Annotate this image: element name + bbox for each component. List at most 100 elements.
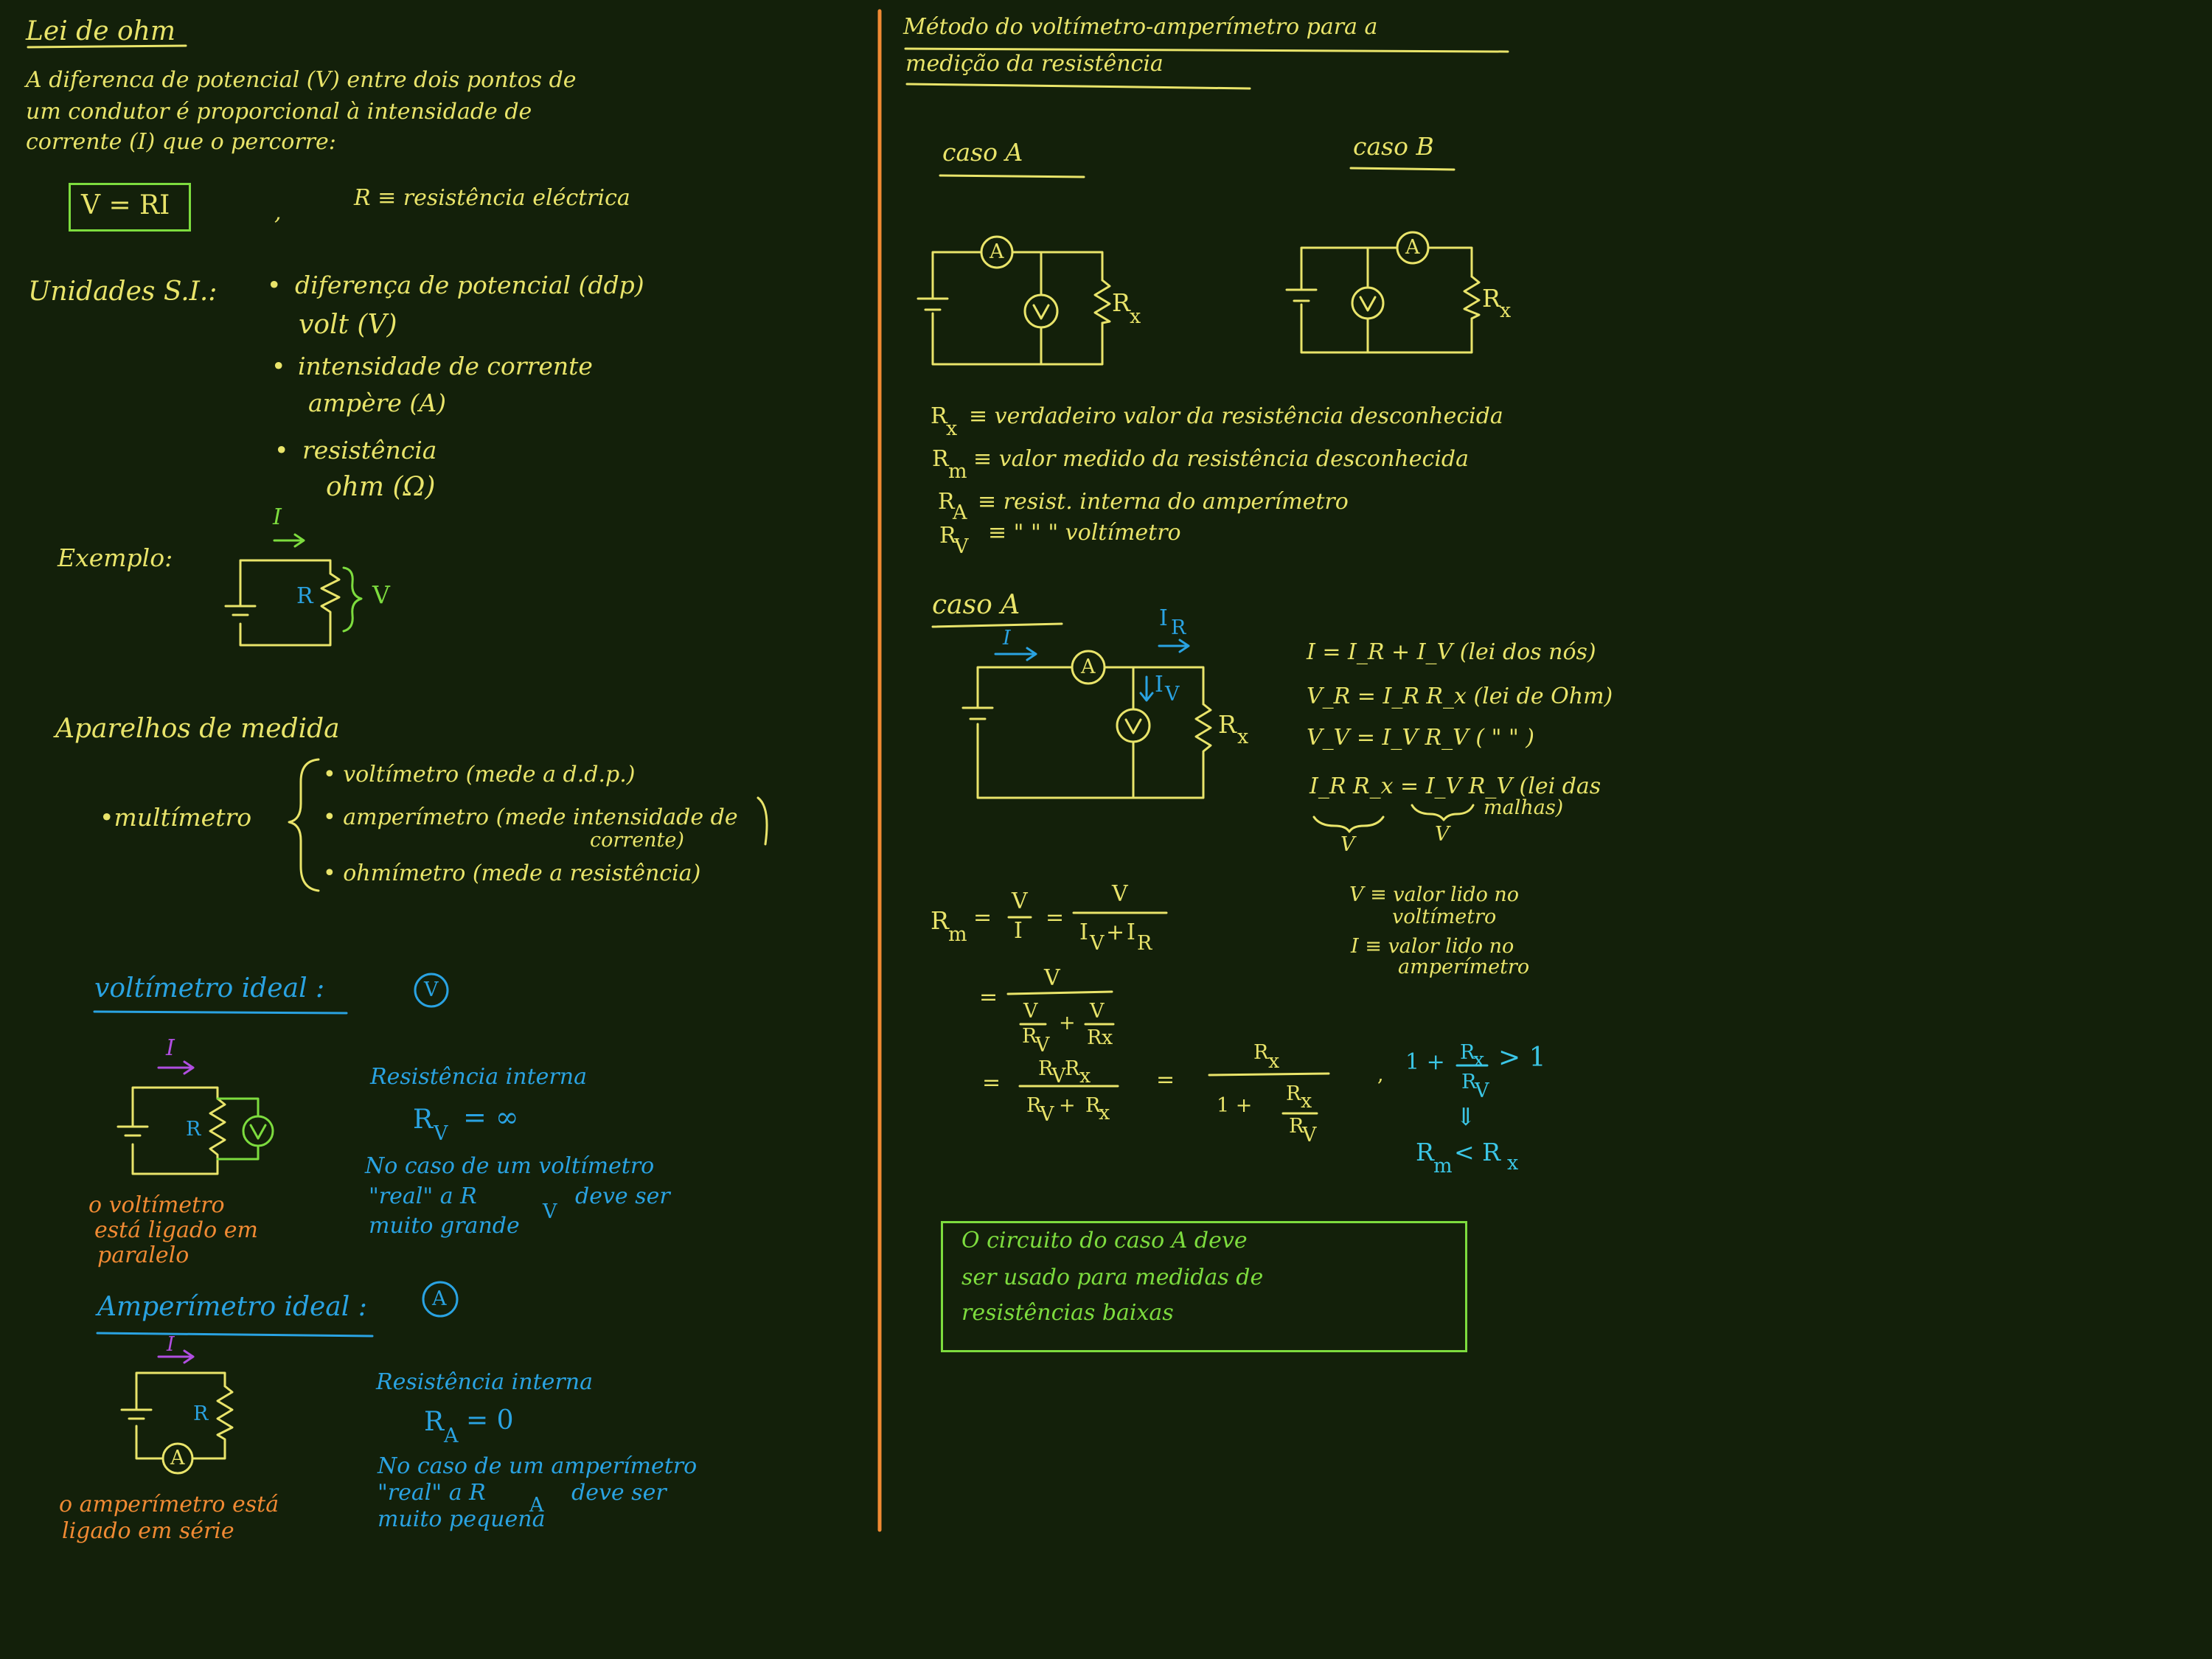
intro-line-2: um condutor é proporcional à intensidade… — [26, 99, 532, 125]
deriv-v-4: V — [1023, 1000, 1038, 1023]
case-a-circuit — [917, 235, 1111, 366]
ammeter-equation-sub: A — [444, 1425, 459, 1447]
ammeter-note-3: deve ser — [571, 1480, 667, 1506]
ammeter-connection-2: ligado em série — [62, 1518, 234, 1544]
deriv-frac-rv-sub: V — [1302, 1124, 1317, 1147]
case-a2-label: caso A — [932, 590, 1020, 620]
rm-lhs: R — [931, 906, 949, 935]
voltmeter-note-3: deve ser — [575, 1183, 670, 1209]
deriv-ir-sub: R — [1137, 932, 1152, 955]
def-rx-text: ≡ verdadeiro valor da resistência descon… — [969, 403, 1503, 429]
equation-3: V_V = I_V R_V ( " " ) — [1307, 725, 1534, 751]
under-brace-label-1: V — [1340, 833, 1355, 856]
voltmeter-symbol-circle — [414, 973, 449, 1008]
ammeter-circuit-resistor: R — [193, 1402, 209, 1425]
left-title: Lei de ohm — [26, 16, 175, 46]
deriv-v-1: V — [1012, 888, 1028, 914]
deriv-prod-rx: R — [1065, 1057, 1080, 1080]
inequality-rhs: > 1 — [1498, 1043, 1546, 1073]
ideal-voltmeter-symbol: V — [424, 978, 439, 1001]
example-resistor-label: R — [296, 583, 313, 609]
def-rv-text: ≡ " " " voltímetro — [988, 520, 1181, 546]
deriv-prod-rv: R — [1038, 1057, 1054, 1080]
case-a-rx: R — [1112, 288, 1130, 317]
deriv-plus-2: + — [1059, 1012, 1076, 1034]
ammeter-note-1: No caso de um amperímetro — [378, 1453, 698, 1479]
voltmeter-circuit — [116, 1060, 274, 1175]
unit-bullet-1: • — [267, 271, 282, 299]
case-a2-current-ir-sub: R — [1171, 616, 1186, 639]
inequality-rx-sub: x — [1473, 1048, 1485, 1071]
deriv-eq-4: = — [982, 1070, 1001, 1096]
ammeter-circuit-current: I — [167, 1333, 175, 1356]
right-title-1: Método do voltímetro-amperímetro para a — [903, 14, 1378, 40]
def-ra-sym: R — [938, 489, 955, 515]
voltmeter-circuit-current: I — [166, 1035, 175, 1061]
deriv-rx-1-sub: x — [1102, 1026, 1113, 1049]
case-b-underline — [1349, 167, 1455, 171]
deriv-i-1: I — [1014, 918, 1023, 944]
voltmeter-note-1: No caso de um voltímetro — [365, 1153, 655, 1179]
inequality-result-rhs: < R — [1454, 1138, 1500, 1166]
voltmeter-note-2: "real" a R — [369, 1183, 477, 1209]
ammeter-symbol-circle — [422, 1281, 459, 1318]
deriv-plus-1: + — [1106, 919, 1125, 945]
ammeter-equation-r: R — [424, 1407, 445, 1437]
equation-4: I_R R_x = I_V R_V (lei das — [1310, 773, 1601, 799]
ideal-ammeter-title: Amperímetro ideal : — [97, 1292, 367, 1322]
deriv-eq-3: = — [979, 984, 998, 1010]
case-a-rx-sub: x — [1130, 305, 1141, 328]
voltmeter-equation-rhs: = ∞ — [463, 1101, 519, 1133]
case-a2-current-iv: I — [1155, 672, 1164, 698]
def-rx-sym: R — [931, 403, 947, 429]
inequality-lhs: 1 + — [1405, 1049, 1445, 1075]
def-rm-sym: R — [932, 446, 949, 472]
deriv-eq-2: = — [1046, 905, 1065, 931]
right-title-underline-1 — [904, 47, 1509, 53]
instruments-brace-right — [757, 796, 768, 846]
unit-name-2: intensidade de corrente — [298, 352, 593, 380]
deriv-prod-rx-sub: x — [1079, 1065, 1091, 1088]
inequality-result-rm: R — [1416, 1138, 1434, 1166]
multimeter-label: •multímetro — [100, 803, 252, 832]
case-a2-underline — [931, 622, 1063, 628]
case-b-rx: R — [1482, 284, 1500, 313]
equation-4-cont: malhas) — [1484, 796, 1564, 819]
side-note-2: voltímetro — [1392, 905, 1497, 928]
deriv-sum-rx: R — [1085, 1094, 1101, 1117]
instrument-ammeter-cont: corrente) — [590, 829, 684, 852]
inequality-result-rm-sub: m — [1433, 1155, 1453, 1178]
right-title-2: medição da resistência — [905, 51, 1164, 77]
ammeter-note-2: "real" a R — [378, 1480, 486, 1506]
deriv-rx-1: R — [1087, 1026, 1102, 1049]
ammeter-internal-label: Resistência interna — [376, 1369, 593, 1395]
deriv-frac-rx: R — [1286, 1082, 1301, 1105]
case-b-circuit — [1285, 231, 1481, 354]
def-rm-sub: m — [948, 460, 967, 483]
example-voltage-label: V — [372, 580, 390, 609]
voltmeter-equation-sub: V — [434, 1122, 448, 1145]
ammeter-circuit-meter: A — [170, 1447, 185, 1470]
case-a2-current-i: I — [1003, 627, 1011, 650]
voltmeter-internal-label: Resistência interna — [370, 1064, 587, 1090]
conclusion-line-2: ser usado para medidas de — [961, 1265, 1264, 1290]
deriv-ir: I — [1127, 919, 1135, 945]
case-a-label: caso A — [942, 138, 1023, 167]
deriv-eq-1: = — [973, 905, 992, 931]
deriv-v-2: V — [1112, 881, 1128, 907]
deriv-frac-rv: R — [1289, 1115, 1304, 1138]
formula-note: R ≡ resistência eléctrica — [354, 185, 630, 211]
deriv-final-rx: R — [1253, 1041, 1269, 1064]
conclusion-line-3: resistências baixas — [961, 1300, 1174, 1326]
def-rv-sub: V — [954, 535, 969, 558]
unit-name-1: diferença de potencial (ddp) — [295, 271, 644, 299]
instruments-title: Aparelhos de medida — [55, 714, 340, 744]
example-label: Exemplo: — [58, 543, 173, 572]
unit-value-1: volt (V) — [299, 310, 397, 340]
case-b-rx-sub: x — [1500, 299, 1512, 322]
side-note-4: amperímetro — [1398, 956, 1530, 978]
deriv-iv: I — [1079, 919, 1088, 945]
side-note-1: V ≡ valor lido no — [1349, 883, 1520, 906]
